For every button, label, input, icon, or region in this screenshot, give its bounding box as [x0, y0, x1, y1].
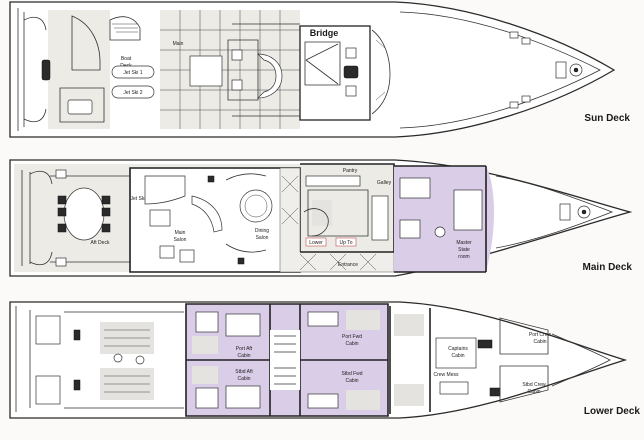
sun-deck-title: Sun Deck	[584, 113, 630, 124]
label-jet-ski-2: Jet Ski 2	[123, 90, 142, 96]
label-port-crew-1: Port Crew	[529, 332, 552, 338]
bed-icon	[225, 313, 261, 337]
label-stbd-fwd-2: Cabin	[345, 378, 358, 384]
label-port-crew-2: Cabin	[533, 339, 546, 345]
label-pantry: Pantry	[343, 168, 358, 174]
label-stbd-aft-2: Cabin	[237, 376, 250, 382]
jet-ski-2-icon	[111, 85, 155, 99]
lower-deck-title: Lower Deck	[584, 406, 641, 417]
label-galley: Galley	[377, 180, 392, 186]
label-aft-deck: Aft Deck	[91, 240, 110, 246]
label-dining-salon-1: Dining	[255, 228, 269, 234]
label-captains-2: Cabin	[451, 353, 464, 359]
bed-icon	[307, 311, 339, 327]
armchair-icon	[159, 245, 175, 259]
lower-deck: Port Aft Cabin Stbd Aft Cabin Port Fwd C…	[9, 301, 641, 419]
label-port-aft-1: Port Aft	[236, 346, 253, 352]
label-boat-deck-1: Boat	[121, 56, 132, 62]
label-dining-salon-2: Salon	[256, 235, 269, 241]
jet-ski-1-icon	[111, 65, 155, 79]
bed-icon	[307, 393, 339, 409]
label-lower: Lower	[309, 240, 323, 246]
label-main-salon-2: Salon	[174, 237, 187, 243]
label-main-salon-1: Main	[175, 230, 186, 236]
aft-deck-table-icon	[63, 187, 105, 241]
main-deck: Aft Deck Jet Ski Main Salon Dining Salon…	[9, 159, 633, 277]
label-main: Main	[173, 41, 184, 47]
bed-icon	[225, 385, 261, 409]
label-stbd-aft-1: Stbd Aft	[235, 369, 253, 375]
stair-icon	[303, 208, 329, 237]
label-port-fwd-2: Cabin	[345, 341, 358, 347]
label-master-1: Master	[456, 240, 472, 246]
label-master-2: State	[458, 247, 470, 253]
label-jet-ski-1: Jet Ski 1	[123, 70, 142, 76]
label-crew-mess: Crew Mess	[433, 372, 459, 378]
label-stbd-fwd-1: Stbd Fwd	[341, 371, 362, 377]
label-bridge: Bridge	[310, 28, 339, 38]
armchair-icon	[179, 249, 195, 263]
label-jet-ski: Jet Ski	[130, 196, 145, 202]
helm-console-icon	[343, 65, 359, 79]
label-entrance: Entrance	[338, 262, 358, 268]
main-deck-title: Main Deck	[583, 262, 633, 273]
label-stbd-crew-2: Cabin	[527, 389, 540, 395]
master-bed-icon	[453, 189, 483, 231]
label-up-to: Up To	[340, 240, 353, 246]
label-master-3: room	[458, 254, 469, 260]
label-stbd-crew-1: Stbd Crew	[522, 382, 546, 388]
tender-boat-icon	[71, 15, 101, 71]
dining-table-icon	[239, 189, 273, 223]
label-port-fwd-1: Port Fwd	[342, 334, 362, 340]
label-captains-1: Captains	[448, 346, 468, 352]
sun-deck: Boat Deck Jet Ski 1 Jet Ski 2 Main Bridg…	[9, 1, 630, 138]
label-port-aft-2: Cabin	[237, 353, 250, 359]
